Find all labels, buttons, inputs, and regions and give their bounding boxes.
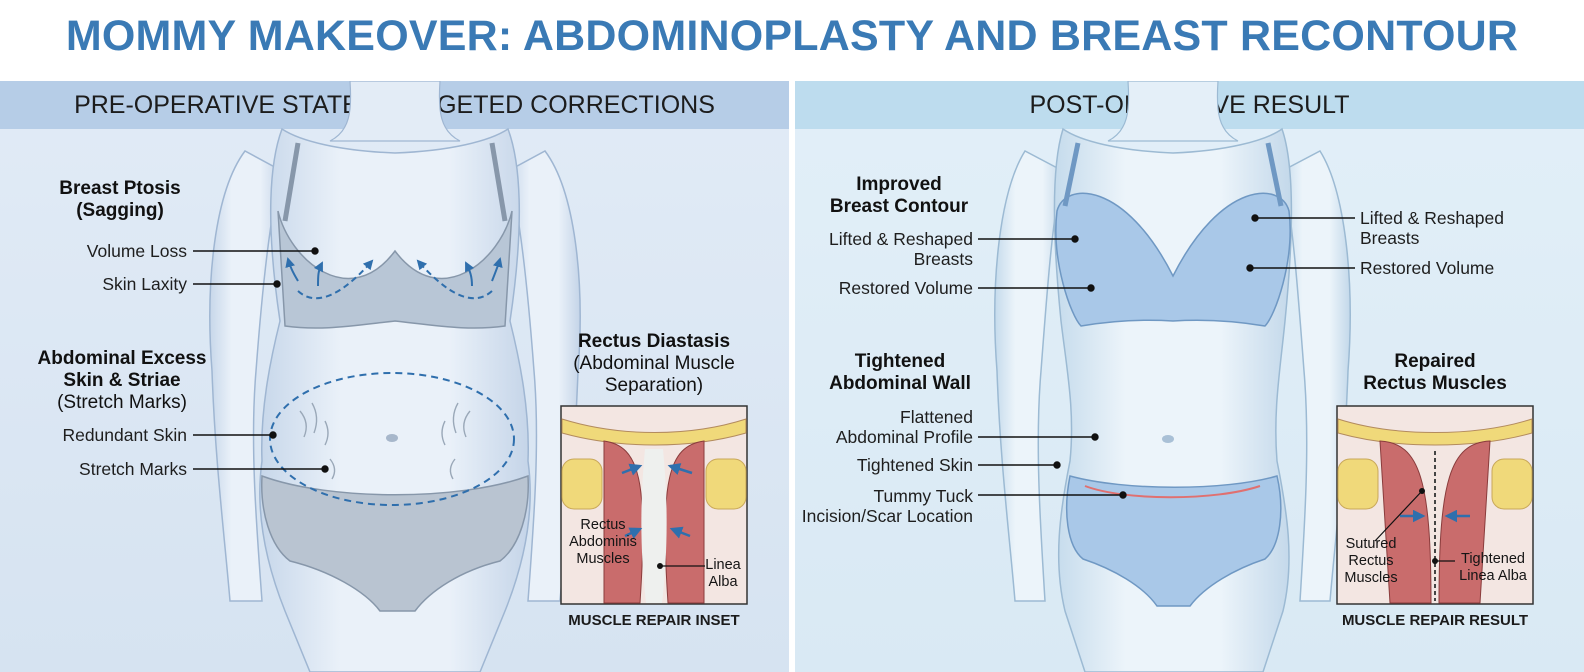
sutured-muscles-line-2: Rectus <box>1348 553 1394 569</box>
flattened-profile-label: Flattened Abdominal Profile <box>795 407 973 447</box>
lifted-reshaped-right-label: Lifted & Reshaped Breasts <box>1360 208 1560 248</box>
tummy-tuck-line-2: Incision/Scar Location <box>801 506 973 526</box>
stretch-marks-label: Stretch Marks <box>79 459 187 479</box>
rectus-diastasis-line-3: Separation) <box>604 375 704 396</box>
rectus-abdominis-line-1: Rectus <box>580 517 626 533</box>
post-operative-body-illustration <box>978 81 1534 672</box>
repaired-rectus-heading: Repaired Rectus Muscles <box>1337 351 1533 395</box>
abdominal-excess-heading: Abdominal Excess Skin & Striae (Stretch … <box>22 348 222 414</box>
breast-ptosis-heading: Breast Ptosis (Sagging) <box>40 178 200 222</box>
abdominal-excess-line-1: Abdominal Excess <box>37 348 207 369</box>
flattened-profile-line-1: Flattened <box>900 407 973 427</box>
rectus-diastasis-line-1: Rectus Diastasis <box>577 331 731 352</box>
abdominal-excess-line-2: Skin & Striae <box>63 370 181 391</box>
lifted-reshaped-right-line-1: Lifted & Reshaped <box>1360 208 1504 228</box>
post-bra-strap-left <box>1062 142 1081 207</box>
volume-loss-label: Volume Loss <box>86 241 187 261</box>
repaired-rectus-line-2: Rectus Muscles <box>1363 373 1507 394</box>
rectus-abdominis-line-2: Abdominis <box>569 534 637 550</box>
improved-breast-heading: Improved Breast Contour <box>815 174 983 218</box>
underwear <box>261 474 529 612</box>
tummy-tuck-line-1: Tummy Tuck <box>873 486 974 506</box>
skin-laxity-label: Skin Laxity <box>102 274 187 294</box>
rectus-abdominis-label: Rectus Abdominis Muscles <box>566 517 640 568</box>
linea-alba-line-1: Linea <box>705 557 741 573</box>
sutured-muscles-line-1: Sutured <box>1345 536 1397 552</box>
bra-strap-left <box>282 142 301 222</box>
post-right-arm <box>1281 150 1351 602</box>
sutured-muscles-line-3: Muscles <box>1344 570 1398 586</box>
tightened-skin-label: Tightened Skin <box>856 455 973 475</box>
tummy-tuck-label: Tummy Tuck Incision/Scar Location <box>795 486 973 526</box>
lifted-reshaped-left-label: Lifted & Reshaped Breasts <box>805 229 973 269</box>
restored-volume-left-label: Restored Volume <box>838 278 973 298</box>
tightened-wall-line-1: Tightened <box>854 351 946 372</box>
rectus-diastasis-line-2: (Abdominal Muscle <box>573 353 735 374</box>
sutured-muscles-label: Sutured Rectus Muscles <box>1339 536 1403 587</box>
linea-alba-line-2: Alba <box>708 574 738 590</box>
tightened-linea-line-2: Linea Alba <box>1459 568 1527 584</box>
tightened-wall-heading: Tightened Abdominal Wall <box>815 351 985 395</box>
flattened-profile-line-2: Abdominal Profile <box>835 427 973 447</box>
tightened-linea-alba-label: Tightened Linea Alba <box>1455 551 1531 585</box>
repaired-muscles-inset <box>1336 405 1534 605</box>
redundant-skin-label: Redundant Skin <box>62 425 187 445</box>
infographic-title: MOMMY MAKEOVER: ABDOMINOPLASTY AND BREAS… <box>65 12 1519 60</box>
breast-ptosis-line-1: Breast Ptosis <box>59 178 181 199</box>
linea-alba-label: Linea Alba <box>702 557 744 591</box>
improved-breast-line-1: Improved <box>856 174 942 195</box>
repaired-rectus-line-1: Repaired <box>1394 351 1476 372</box>
navel <box>386 434 398 442</box>
neck <box>329 81 461 142</box>
lifted-reshaped-left-line-2: Breasts <box>913 249 973 269</box>
lift-arrow-4 <box>491 257 503 282</box>
post-left-arm <box>994 150 1064 602</box>
leader-lines <box>193 247 329 473</box>
lift-arrow-2 <box>313 261 323 287</box>
muscle-repair-inset-caption: MUSCLE REPAIR INSET <box>568 612 740 629</box>
post-neck <box>1107 81 1239 142</box>
diastasis-inset <box>560 405 748 605</box>
rectus-abdominis-line-3: Muscles <box>576 551 630 567</box>
tummy-tuck-scar <box>1084 485 1261 499</box>
excess-skin-outline <box>269 372 515 506</box>
pre-operative-body-illustration <box>193 81 748 672</box>
stretch-marks <box>299 402 471 480</box>
lifted-reshaped-left-line-1: Lifted & Reshaped <box>829 229 973 249</box>
bra-strap-right <box>489 142 508 222</box>
muscle-repair-result-caption: MUSCLE REPAIR RESULT <box>1341 612 1529 629</box>
rectus-diastasis-heading: Rectus Diastasis (Abdominal Muscle Separ… <box>555 331 753 397</box>
sagging-bra <box>277 210 513 329</box>
post-navel <box>1162 435 1174 443</box>
lift-arrow-3 <box>465 261 475 287</box>
post-underwear <box>1065 475 1282 607</box>
lifted-reshaped-right-line-2: Breasts <box>1360 228 1420 248</box>
abdominal-excess-line-3: (Stretch Marks) <box>57 392 187 413</box>
left-arm <box>209 150 283 602</box>
improved-breast-line-2: Breast Contour <box>829 196 969 217</box>
lift-arrow-1 <box>285 257 299 282</box>
post-leader-lines <box>978 214 1355 499</box>
tightened-wall-line-2: Abdominal Wall <box>829 373 971 394</box>
post-operative-panel: POST-OPERATIVE RESULT <box>795 81 1584 672</box>
lifted-bra <box>1055 192 1291 327</box>
post-bra-strap-right <box>1265 142 1284 207</box>
panel-divider <box>789 81 795 672</box>
breast-ptosis-line-2: (Sagging) <box>76 200 164 221</box>
restored-volume-right-label: Restored Volume <box>1360 258 1495 278</box>
tightened-linea-line-1: Tightened <box>1461 551 1525 567</box>
pre-operative-panel: PRE-OPERATIVE STATE & TARGETED CORRECTIO… <box>0 81 789 672</box>
